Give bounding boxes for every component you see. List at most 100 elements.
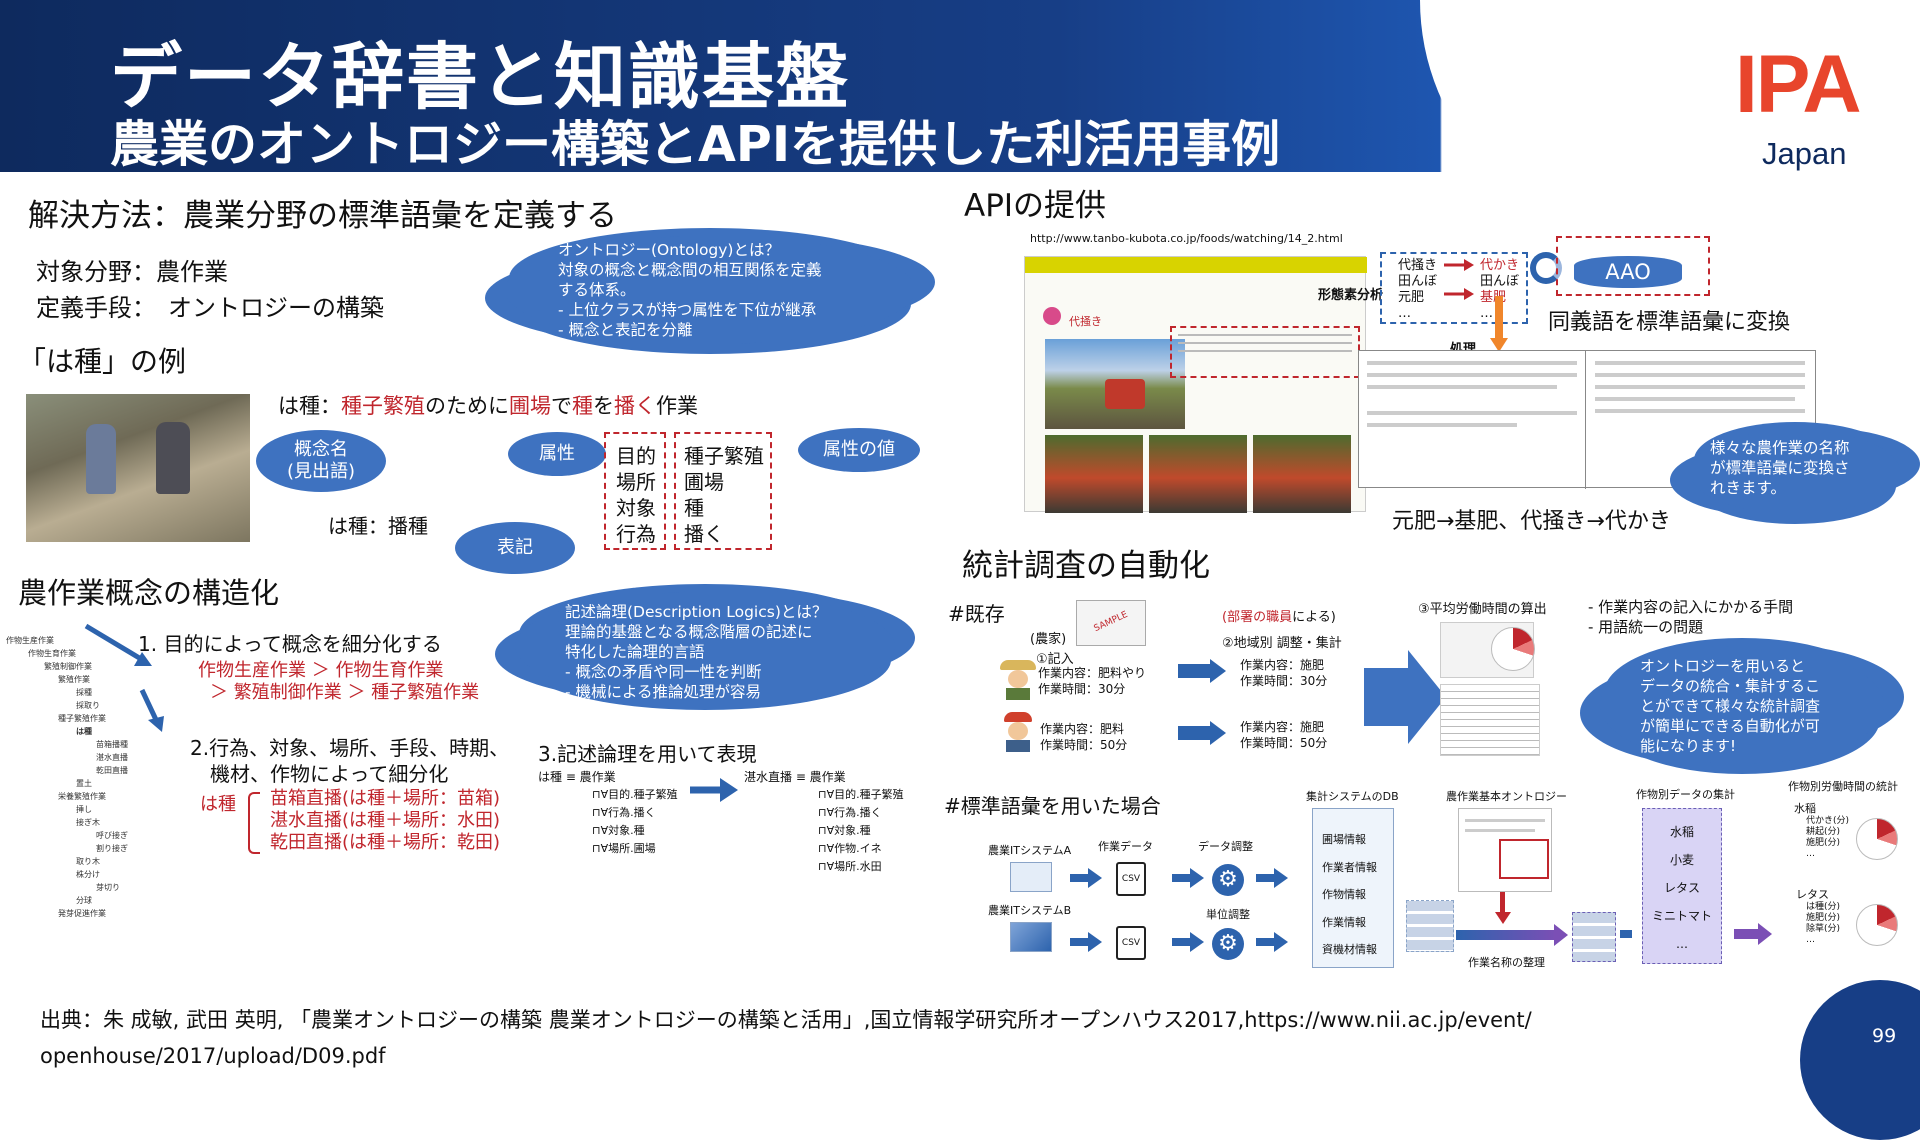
tree-item: 湛水直播: [96, 753, 128, 762]
convert-cloud-text: 様々な農作業の名称 が標準語彙に変換さ れきます。: [1710, 438, 1850, 498]
db-item: 圃場情報: [1322, 833, 1366, 846]
words-left: 代掻き 田んぼ 元肥 …: [1398, 258, 1437, 322]
example-sep: を: [593, 394, 614, 418]
step2: 2.行為、対象、場所、手段、時期、: [190, 736, 510, 760]
flow-a-arrow-3: [1256, 874, 1276, 882]
tree-item: 作物生育作業: [28, 649, 76, 658]
dl-arrow: [690, 778, 738, 802]
staff-label-a: (部署の職員: [1222, 610, 1293, 625]
page-title: データ辞書と知識基盤: [110, 35, 851, 119]
stat1-item: 耕起(分): [1806, 827, 1841, 837]
avg-table: [1440, 622, 1535, 678]
db-label: 集計システムのDB: [1306, 790, 1399, 803]
tree-item: 接ぎ木: [76, 818, 100, 827]
form-image: SAMPLE: [1076, 600, 1146, 646]
dl-right-item: ⊓∀行為.播く: [818, 806, 882, 819]
stat2-list: は種(分) 施肥(分) 除草(分) …: [1806, 902, 1840, 946]
word-left: 田んぼ: [1398, 274, 1438, 289]
value-item: 種子繁殖: [684, 444, 764, 468]
stat2-item: 除草(分): [1806, 924, 1841, 934]
dl-cloud-line: - 概念の矛盾や同一性を判断: [565, 663, 762, 681]
words-right: 代かき 田んぼ 基肥 …: [1480, 258, 1519, 322]
crop-panel: [1642, 808, 1722, 964]
farmer1-time: 作業時間：30分: [1038, 682, 1126, 696]
solution-heading: 解決方法：農業分野の標準語彙を定義する: [28, 198, 617, 234]
example-place: 圃場: [509, 394, 551, 418]
step1-a: 作物生産作業 ＞ 作物生育作業: [198, 660, 444, 681]
attribute-oval: 属性: [508, 432, 606, 476]
value-list: 種子繁殖 圃場 種 播く: [684, 443, 764, 547]
example-action: 播く: [614, 394, 656, 418]
structure-heading: 農作業概念の構造化: [18, 576, 280, 610]
system-b-screen: [1010, 922, 1052, 952]
value-item: 播く: [684, 522, 724, 546]
citation-line-2[interactable]: openhouse/2017/upload/D09.pdf: [40, 1044, 386, 1068]
stat1-head: 水稲: [1794, 802, 1816, 815]
unit-adjust-label: 単位調整: [1206, 908, 1250, 921]
dl-cloud: [515, 592, 895, 700]
concept-tree: 作物生産作業 作物生育作業 繁殖制御作業 繁殖作業 採種 採取り 種子繁殖作業 …: [6, 634, 128, 920]
rename-arrow-shaft: [1456, 930, 1556, 940]
farmer-label: (農家): [1030, 632, 1067, 647]
convert-cloud-line: れきます。: [1710, 479, 1786, 497]
entry-label: ①記入: [1036, 652, 1074, 667]
word-right: 代かき: [1480, 258, 1520, 273]
agg2-time: 作業時間：50分: [1240, 736, 1328, 750]
dl-left-item: ⊓∀場所.圃場: [592, 842, 656, 855]
flow-b-arrow-3: [1256, 938, 1276, 946]
ontology-cloud-line: する体系。: [558, 281, 636, 299]
convert-cloud-line: が標準語彙に変換さ: [1710, 459, 1850, 477]
tree-item: 繁殖制御作業: [44, 662, 92, 671]
flow-b-arrow-1: [1070, 938, 1090, 946]
ontology-cloud-line: オントロジー(Ontology)とは？: [558, 241, 780, 259]
value-item: 種: [684, 496, 704, 520]
attribute-list: 目的 場所 対象 行為: [616, 443, 656, 547]
concept-name-oval: 概念名 (見出語): [256, 430, 386, 492]
page-subtitle: 農業のオントロジー構築とAPIを提供した利活用事例: [110, 116, 1281, 173]
dl-left-item: ⊓∀目的.種子繁殖: [592, 788, 678, 801]
flow-arrow-1-head: [1210, 659, 1226, 683]
process-arrow-head: [1490, 338, 1508, 352]
text-highlight-box: [1170, 326, 1360, 378]
example-object: 種: [572, 394, 593, 418]
tree-item: 発芽促進作業: [58, 909, 106, 918]
tree-item: 栄養繁殖作業: [58, 792, 106, 801]
db-list: 圃場情報 作業者情報 作物情報 作業情報 資機材情報: [1322, 826, 1377, 964]
stat1-item: …: [1806, 849, 1815, 859]
conversion-line: 元肥→基肥、代掻き→代かき: [1392, 509, 1671, 534]
ontology-cloud: [505, 236, 915, 344]
dl-right-head: 湛水直播 ≡ 農作業: [744, 770, 846, 784]
flow-b-arrow-3-head: [1274, 932, 1288, 952]
tree-item: は種: [76, 727, 92, 736]
crop-agg-label: 作物別データの集計: [1636, 788, 1735, 801]
value-item: 圃場: [684, 470, 724, 494]
page-number: 99: [1872, 1025, 1897, 1047]
tree-item: 分球: [76, 896, 92, 905]
example-sep: のために: [425, 394, 509, 418]
gear-icon: ⚙: [1212, 864, 1244, 896]
stat1-pie-chart: [1856, 818, 1898, 860]
tree-item: 取り木: [76, 857, 100, 866]
avg-data-sheet: [1440, 684, 1540, 756]
web-page-screenshot: 代掻き: [1024, 256, 1367, 513]
std-label: #標準語彙を用いた場合: [944, 794, 1161, 818]
dl-right-item: ⊓∀対象.種: [818, 824, 871, 837]
agg2-content: 作業内容：施肥: [1240, 720, 1325, 734]
step2-brace: [248, 792, 260, 854]
flow-b-arrow-2: [1172, 938, 1192, 946]
database-icon: [1572, 912, 1616, 962]
tree-item: 割り接ぎ: [96, 844, 128, 853]
target-line: 対象分野：農作業: [36, 258, 228, 286]
api-url[interactable]: http://www.tanbo-kubota.co.jp/foods/watc…: [1030, 232, 1343, 245]
dl-left-head: は種 ≡ 農作業: [538, 770, 616, 784]
db-item: 資機材情報: [1322, 943, 1377, 956]
stat1-list: 代かき(分) 耕起(分) 施肥(分) …: [1806, 816, 1849, 860]
ipa-logo-sub: Japan: [1762, 136, 1847, 171]
stats-cloud-line: が簡単にできる自動化が可: [1640, 717, 1820, 735]
tree-item: 採種: [76, 688, 92, 697]
web-nav-bar: [1025, 257, 1367, 273]
word-left: 代掻き: [1398, 258, 1438, 273]
flow-a-arrow-1: [1070, 874, 1090, 882]
tree-item: 苗箱播種: [96, 740, 128, 749]
stats-cloud-line: オントロジーを用いると: [1640, 657, 1806, 675]
